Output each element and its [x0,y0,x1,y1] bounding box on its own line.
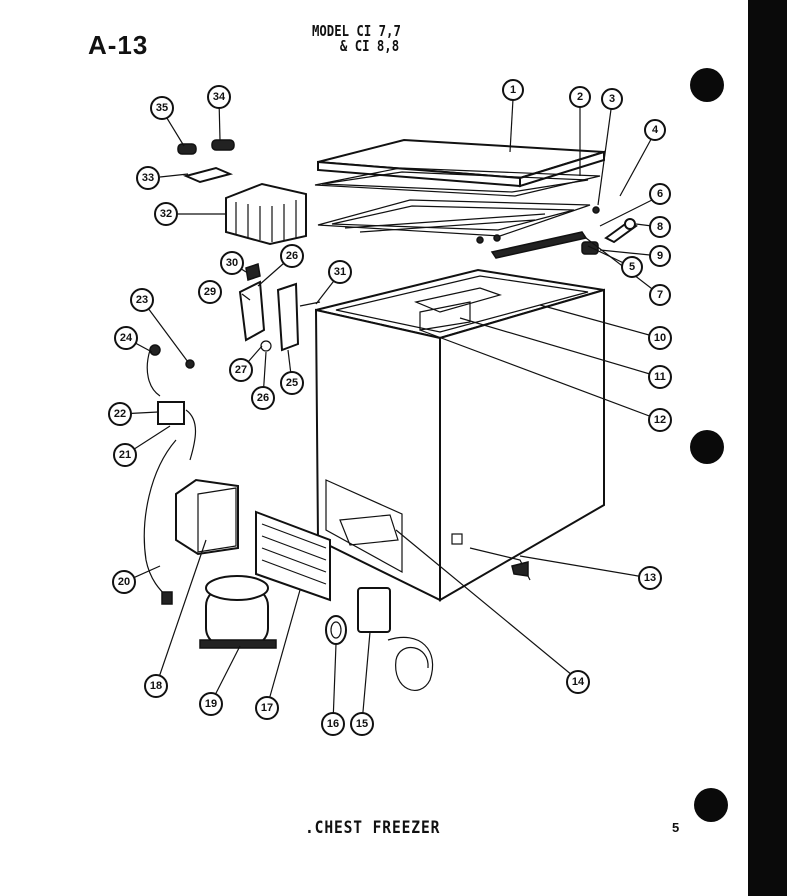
callout-29: 29 [198,280,222,304]
callout-9: 9 [649,245,671,267]
callout-22: 22 [108,402,132,426]
callout-21: 21 [113,443,137,467]
part-lock [581,241,599,255]
callout-label: 17 [261,702,273,714]
callout-label: 26 [286,250,298,262]
callout-label: 16 [327,718,339,730]
page-code: A-13 [88,30,149,60]
callout-31: 31 [328,260,352,284]
page-number: 5 [672,820,680,835]
binder-hole-middle [690,430,724,464]
callout-35: 35 [150,96,174,120]
callout-label: 12 [654,414,666,426]
callout-10: 10 [648,326,672,350]
callout-2: 2 [569,86,591,108]
callout-12: 12 [648,408,672,432]
callout-26-lower: 26 [251,386,275,410]
model-heading: MODEL CI 7,7 & CI 8,8 [312,24,427,54]
callout-label: 30 [226,257,238,269]
callout-label: 19 [205,698,217,710]
callout-label: 23 [136,294,148,306]
callout-17: 17 [255,696,279,720]
callout-label: 29 [204,286,216,298]
part-electrical-box [175,478,239,556]
callout-15: 15 [350,712,374,736]
callout-16: 16 [321,712,345,736]
callout-13: 13 [638,566,662,590]
callout-label: 34 [213,91,226,103]
callout-24: 24 [114,326,138,350]
part-brackets [238,263,321,352]
part-drain [469,547,531,581]
callout-23: 23 [130,288,154,312]
model-line-1: MODEL CI 7,7 [312,22,401,40]
callout-label: 11 [654,371,666,383]
callout-label: 15 [356,718,368,730]
callout-20: 20 [112,570,136,594]
binder-hole-top [690,68,724,102]
callout-33: 33 [136,166,160,190]
part-key [604,218,638,244]
callout-7: 7 [649,284,671,306]
part-thermostat-knob [325,615,347,645]
callout-8: 8 [649,216,671,238]
callout-label: 35 [156,102,168,114]
callout-label: 7 [657,289,663,301]
callout-14: 14 [566,670,590,694]
scan-edge-bar [748,0,787,896]
part-grille [255,510,331,602]
callout-label: 27 [235,364,247,376]
callout-label: 33 [142,172,154,184]
part-compressor [199,575,277,649]
part-lid [317,138,605,188]
part-lamp-assembly [177,139,235,184]
callout-label: 4 [652,124,659,136]
callout-label: 3 [609,93,615,105]
callout-label: 10 [654,332,666,344]
callout-27: 27 [229,358,253,382]
callout-label: 21 [119,449,131,461]
callout-label: 31 [334,266,346,278]
callout-4: 4 [644,119,666,141]
callout-26-upper: 26 [280,244,304,268]
callout-6: 6 [649,183,671,205]
callout-19: 19 [199,692,223,716]
callout-label: 13 [644,572,656,584]
binder-hole-bottom [694,788,728,822]
callout-1: 1 [502,79,524,101]
part-basket [225,182,307,246]
callout-18: 18 [144,674,168,698]
callout-label: 22 [114,408,126,420]
callout-label: 20 [118,576,130,588]
part-thermostat [357,587,434,691]
part-power-cord [143,439,177,605]
part-relay [146,344,197,461]
callout-32: 32 [154,202,178,226]
callout-label: 18 [150,680,162,692]
callout-label: 25 [286,377,298,389]
callout-30: 30 [220,251,244,275]
callout-label: 5 [629,261,635,273]
callout-5: 5 [621,256,643,278]
callout-label: 26 [257,392,269,404]
callout-label: 1 [510,84,516,96]
part-cabinet [314,268,605,602]
callout-label: 24 [120,332,133,344]
callout-label: 32 [160,208,172,220]
callout-label: 8 [657,221,663,233]
callout-34: 34 [207,85,231,109]
part-lid-gaskets [314,167,601,197]
callout-3: 3 [601,88,623,110]
callout-25: 25 [280,371,304,395]
callout-label: 2 [577,91,583,103]
callout-label: 14 [572,676,585,688]
diagram-caption: .CHEST FREEZER [305,818,441,838]
model-line-2: & CI 8,8 [339,37,400,55]
callout-label: 6 [657,188,663,200]
callout-11: 11 [648,365,672,389]
callout-label: 9 [657,250,663,262]
part-lid-liner [317,199,591,237]
